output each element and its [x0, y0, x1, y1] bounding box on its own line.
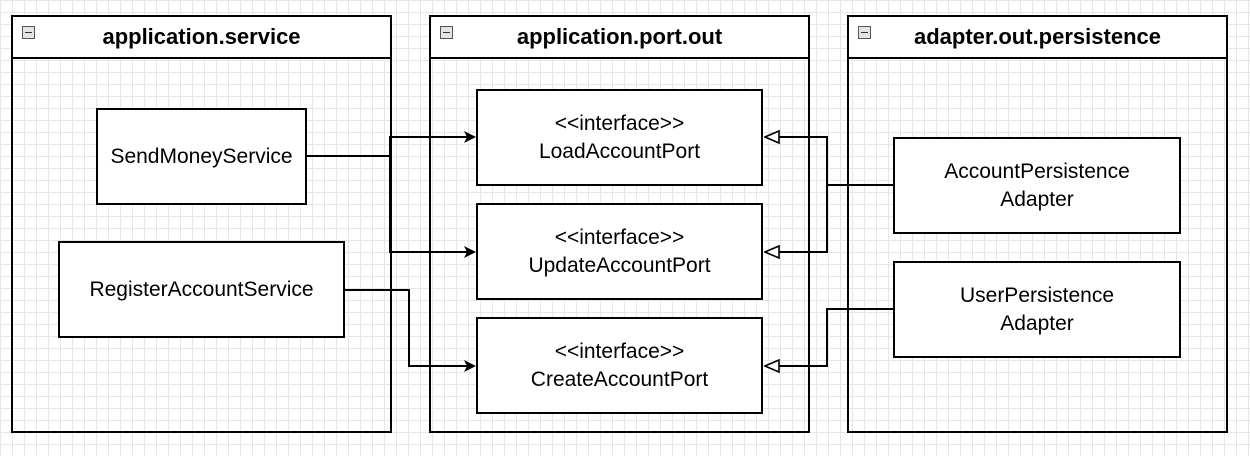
uses-load-account-port-arrow [307, 131, 476, 157]
interface-name: LoadAccountPort [538, 139, 701, 163]
collapse-icon[interactable] [440, 26, 453, 39]
implements-update-account-port-arrow [765, 185, 828, 252]
user-persistence-adapter-box[interactable]: UserPersistence Adapter [893, 261, 1181, 358]
implements-load-account-port-arrow [765, 137, 893, 186]
interface-name: CreateAccountPort [530, 367, 709, 391]
interface-stereotype: <<interface>> [554, 225, 685, 249]
package-title: application.port.out [516, 24, 723, 49]
register-account-service-box[interactable]: RegisterAccountService [58, 241, 345, 338]
class-name-line2: Adapter [1000, 187, 1074, 211]
collapse-icon[interactable] [858, 26, 871, 39]
package-header: application.port.out [431, 17, 808, 59]
package-application-service[interactable]: application.service [11, 15, 392, 433]
package-header: application.service [13, 17, 390, 59]
implements-create-account-port-arrow [765, 308, 893, 366]
package-title: application.service [102, 24, 301, 49]
class-name-line1: UserPersistence [959, 283, 1115, 307]
collapse-icon[interactable] [22, 26, 35, 39]
package-application-port-out[interactable]: application.port.out [429, 15, 810, 433]
account-persistence-adapter-box[interactable]: AccountPersistence Adapter [893, 137, 1181, 234]
interface-stereotype: <<interface>> [554, 339, 685, 363]
interface-name: UpdateAccountPort [528, 253, 711, 277]
send-money-service-box[interactable]: SendMoneyService [96, 108, 307, 205]
class-name: SendMoneyService [110, 144, 293, 168]
uses-update-account-port-arrow [389, 156, 476, 258]
load-account-port-box[interactable]: <<interface>> LoadAccountPort [476, 89, 763, 186]
interface-stereotype: <<interface>> [554, 111, 685, 135]
package-adapter-out-persistence[interactable]: adapter.out.persistence [847, 15, 1228, 433]
create-account-port-box[interactable]: <<interface>> CreateAccountPort [476, 317, 763, 414]
package-header: adapter.out.persistence [849, 17, 1226, 59]
class-name-line2: Adapter [1000, 311, 1074, 335]
update-account-port-box[interactable]: <<interface>> UpdateAccountPort [476, 203, 763, 300]
package-title: adapter.out.persistence [914, 24, 1161, 49]
uses-create-account-port-arrow [345, 289, 476, 372]
class-name-line1: AccountPersistence [944, 159, 1130, 183]
class-name: RegisterAccountService [89, 277, 314, 301]
